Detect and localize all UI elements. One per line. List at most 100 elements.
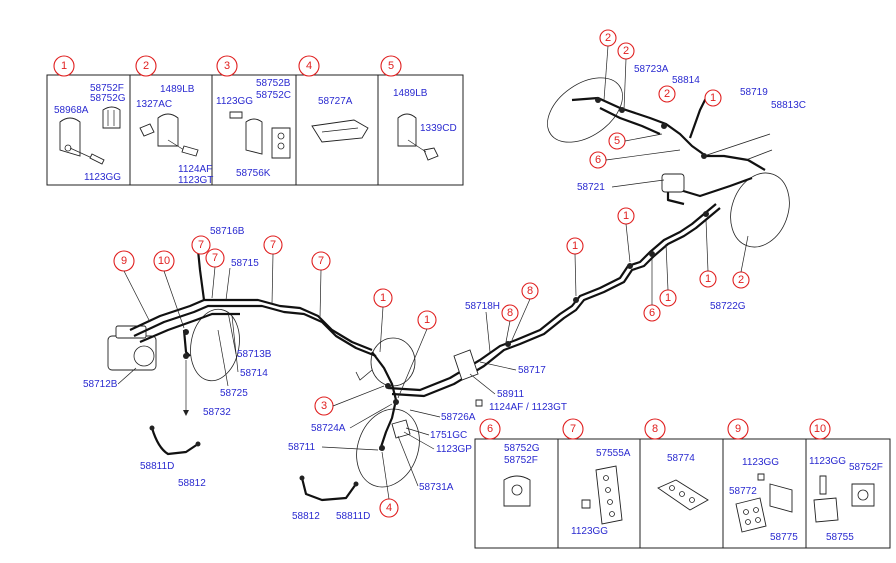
callout-2: 2 bbox=[623, 45, 629, 57]
clip-icon bbox=[851, 483, 875, 507]
callout-2: 2 bbox=[664, 88, 670, 100]
part-58716B: 58716B bbox=[210, 226, 245, 237]
callout-5: 5 bbox=[614, 135, 620, 147]
detail-box-1: 1 58752F 58752G 58968A 1123GG bbox=[53, 55, 126, 183]
clamp-icon bbox=[397, 113, 417, 147]
part-1489LB: 1489LB bbox=[160, 84, 195, 95]
detail-box-4: 4 58727A bbox=[298, 55, 369, 143]
rear-callouts: 2 2 58723A 58814 2 1 58719 58813C 5 6 58… bbox=[577, 29, 806, 312]
part-58968A: 58968A bbox=[54, 105, 89, 116]
clip-icon bbox=[102, 106, 121, 129]
part-58775: 58775 bbox=[770, 532, 798, 543]
part-58752G-b: 58752G bbox=[504, 443, 540, 454]
part-58717: 58717 bbox=[518, 365, 546, 376]
callout-9: 9 bbox=[121, 255, 127, 267]
part-1339CD: 1339CD bbox=[420, 123, 457, 134]
callout-8: 8 bbox=[652, 423, 658, 435]
callout-6: 6 bbox=[595, 154, 601, 166]
detail-box-2: 2 1489LB 1327AC 1124AF 1123GT bbox=[135, 55, 213, 186]
block-clip-icon bbox=[735, 497, 767, 533]
part-58711: 58711 bbox=[288, 442, 316, 453]
part-58718H: 58718H bbox=[465, 301, 500, 312]
part-58721: 58721 bbox=[577, 182, 605, 193]
part-1489LB-b: 1489LB bbox=[393, 88, 428, 99]
detail-box-6: 6 58752G 58752F bbox=[479, 418, 540, 507]
callout-5: 5 bbox=[388, 60, 394, 72]
part-58812: 58812 bbox=[178, 478, 206, 489]
front-brake-lines bbox=[107, 249, 420, 488]
multi-clip-icon bbox=[595, 465, 623, 525]
part-58911: 58911 bbox=[497, 389, 525, 400]
callout-8: 8 bbox=[507, 307, 513, 319]
proportioning-valve-icon bbox=[661, 173, 685, 193]
bolt-icon bbox=[89, 153, 105, 165]
part-58752B: 58752B bbox=[256, 78, 291, 89]
callout-10: 10 bbox=[158, 255, 170, 267]
part-58714: 58714 bbox=[240, 368, 268, 379]
callout-7: 7 bbox=[212, 252, 218, 264]
bolt-icon bbox=[819, 475, 827, 495]
part-58752F-c: 58752F bbox=[849, 462, 883, 473]
callout-4: 4 bbox=[386, 502, 392, 514]
part-58727A: 58727A bbox=[318, 96, 353, 107]
detail-panel-bottom bbox=[474, 438, 891, 549]
part-58725: 58725 bbox=[220, 388, 248, 399]
part-1123GP: 1123GP bbox=[436, 444, 472, 455]
bolt-icon bbox=[581, 499, 591, 509]
part-1751GC: 1751GC bbox=[430, 430, 467, 441]
callout-9: 9 bbox=[735, 423, 741, 435]
callout-7: 7 bbox=[198, 239, 204, 251]
detail-box-10: 10 1123GG 58752F 58755 bbox=[809, 418, 883, 543]
part-1123GT: 1123GT bbox=[178, 175, 213, 186]
bolt-icon bbox=[475, 399, 483, 407]
part-58752F-b: 58752F bbox=[504, 455, 538, 466]
callout-1: 1 bbox=[424, 314, 430, 326]
rear-brake-assembly bbox=[547, 77, 790, 248]
part-58812-b: 58812 bbox=[292, 511, 320, 522]
detail-box-5: 5 1489LB 1339CD bbox=[380, 55, 457, 161]
bracket-icon bbox=[769, 483, 793, 513]
part-58723A: 58723A bbox=[634, 64, 669, 75]
part-58752C: 58752C bbox=[256, 90, 291, 101]
callout-1: 1 bbox=[665, 292, 671, 304]
bolt-icon bbox=[181, 145, 199, 157]
callout-3: 3 bbox=[321, 400, 327, 412]
pipe-holder-icon bbox=[657, 479, 709, 511]
hose-bracket-icon bbox=[391, 419, 411, 439]
part-58715: 58715 bbox=[231, 258, 259, 269]
clamp-icon bbox=[157, 113, 179, 147]
bolt-icon bbox=[229, 111, 243, 119]
part-58811D-b: 58811D bbox=[336, 511, 370, 522]
part-58732: 58732 bbox=[203, 407, 231, 418]
part-58755: 58755 bbox=[826, 532, 854, 543]
nut-icon bbox=[139, 123, 155, 137]
plate-bracket-icon bbox=[311, 119, 369, 143]
detail-box-8: 8 58774 bbox=[644, 418, 709, 511]
callout-1: 1 bbox=[705, 273, 711, 285]
callout-1: 1 bbox=[380, 292, 386, 304]
part-1124AF: 1124AF bbox=[178, 164, 212, 175]
part-1123GG-e: 1123GG bbox=[809, 456, 846, 467]
detail-box-9: 9 1123GG 58772 58775 bbox=[727, 418, 798, 543]
callout-2: 2 bbox=[143, 60, 149, 72]
detail-box-3: 3 58752B 58752C 1123GG 58756K bbox=[216, 55, 291, 179]
part-1327AC: 1327AC bbox=[136, 99, 172, 110]
detail-panel-top bbox=[46, 74, 464, 186]
part-1123GG-c: 1123GG bbox=[571, 526, 608, 537]
part-58726A: 58726A bbox=[441, 412, 476, 423]
brake-hoses: 58811D 58812 58812 58811D bbox=[140, 425, 370, 522]
part-58813C: 58813C bbox=[771, 100, 806, 111]
callout-1: 1 bbox=[710, 92, 716, 104]
part-58774: 58774 bbox=[667, 453, 695, 464]
callout-6: 6 bbox=[649, 307, 655, 319]
callout-2: 2 bbox=[738, 274, 744, 286]
callout-7: 7 bbox=[570, 423, 576, 435]
part-58713B: 58713B bbox=[237, 349, 272, 360]
callout-3: 3 bbox=[224, 60, 230, 72]
callout-7: 7 bbox=[318, 255, 324, 267]
callout-7: 7 bbox=[270, 239, 276, 251]
part-1123GG-b: 1123GG bbox=[216, 96, 253, 107]
bolt-icon bbox=[757, 473, 765, 481]
part-58756K: 58756K bbox=[236, 168, 271, 179]
